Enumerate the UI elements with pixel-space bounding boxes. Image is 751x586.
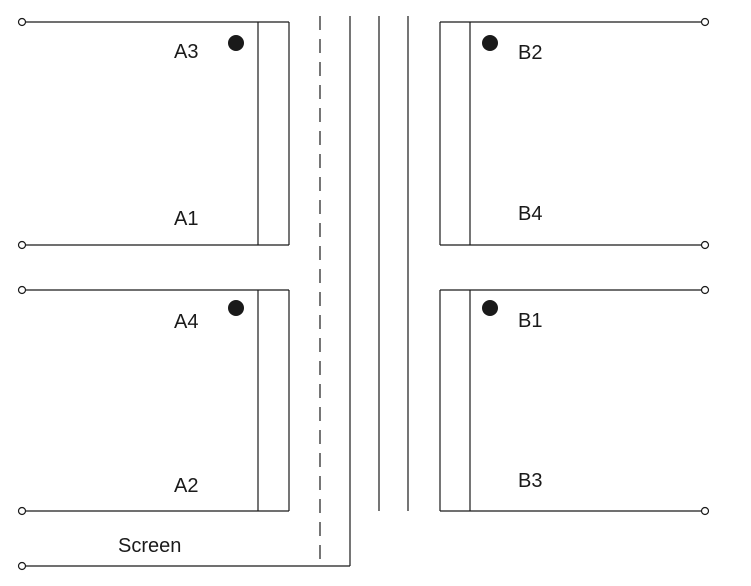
polarity-dot-b2 <box>482 35 498 51</box>
terminal-b3[interactable] <box>700 506 710 516</box>
core <box>349 16 409 566</box>
label-screen: Screen <box>118 535 181 557</box>
label-a1: A1 <box>174 208 198 230</box>
label-a4: A4 <box>174 311 198 333</box>
terminal-b1[interactable] <box>700 285 710 295</box>
polarity-dot-b1 <box>482 300 498 316</box>
polarity-dot-a4 <box>228 300 244 316</box>
label-b1: B1 <box>518 310 542 332</box>
terminal-a2[interactable] <box>17 506 27 516</box>
winding-a-lower <box>17 285 290 516</box>
screen <box>17 16 350 571</box>
terminal-a1[interactable] <box>17 240 27 250</box>
terminal-screen[interactable] <box>17 561 27 571</box>
label-a2: A2 <box>174 475 198 497</box>
terminal-b2[interactable] <box>700 17 710 27</box>
label-a3: A3 <box>174 41 198 63</box>
terminal-a4[interactable] <box>17 285 27 295</box>
terminal-b4[interactable] <box>700 240 710 250</box>
polarity-dot-a3 <box>228 35 244 51</box>
label-b3: B3 <box>518 470 542 492</box>
label-b2: B2 <box>518 42 542 64</box>
terminal-a3[interactable] <box>17 17 27 27</box>
winding-b-lower <box>439 285 710 516</box>
winding-b-upper <box>439 17 710 250</box>
label-b4: B4 <box>518 203 542 225</box>
winding-a-upper <box>17 17 290 250</box>
